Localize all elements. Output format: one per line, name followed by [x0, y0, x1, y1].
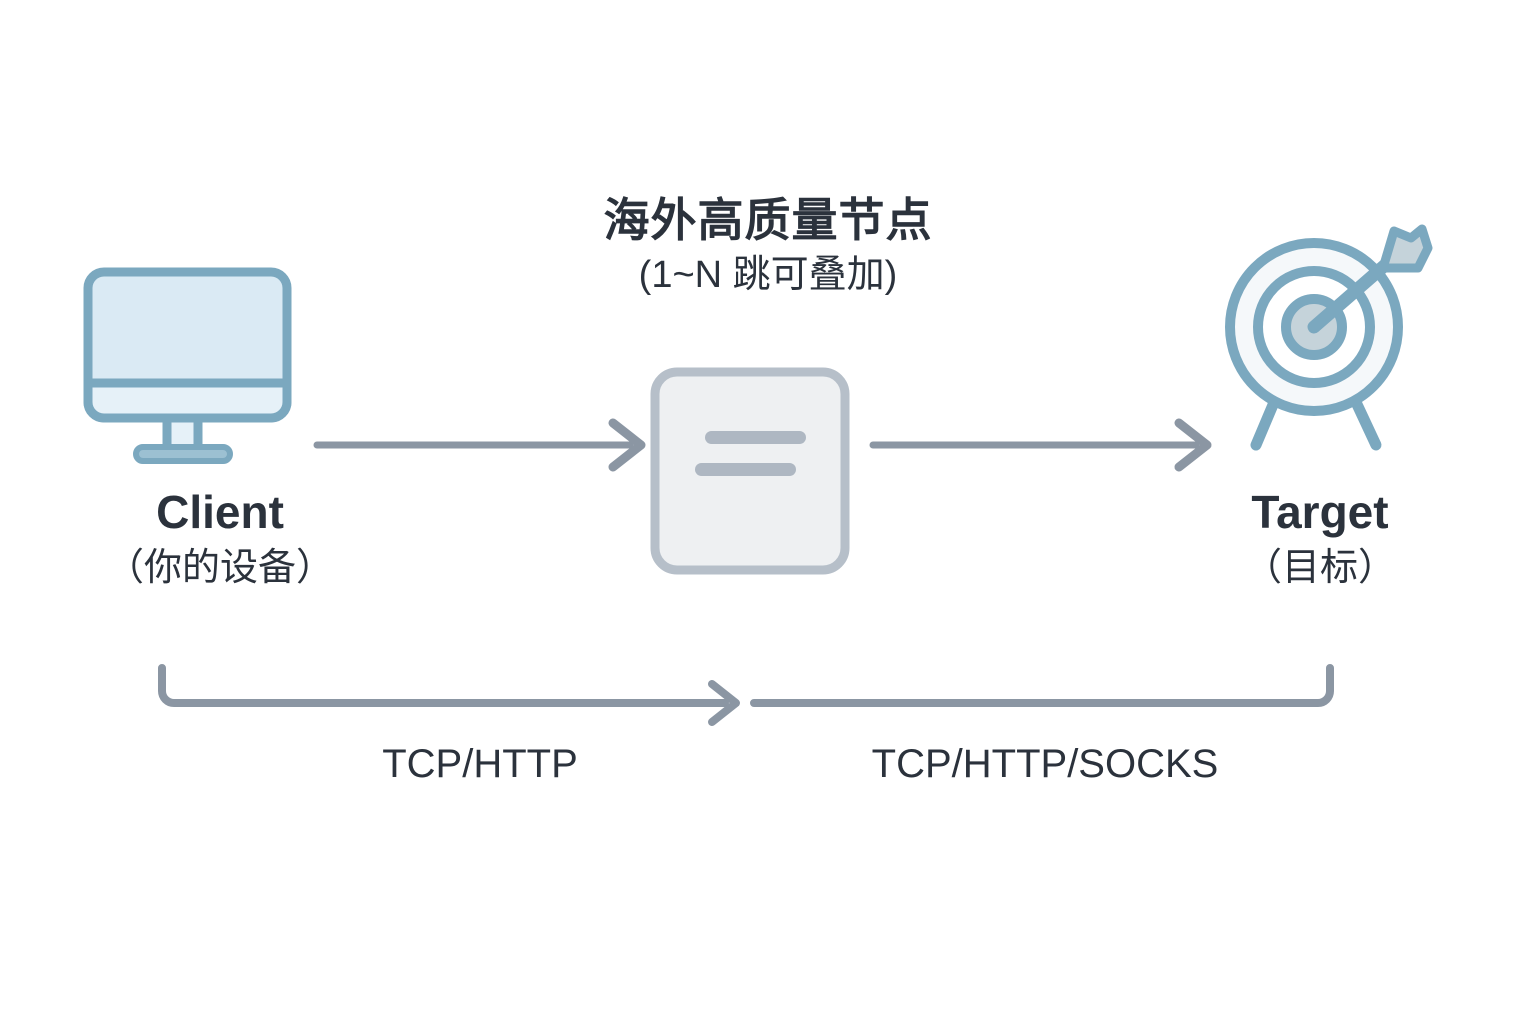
target-sublabel: （目标）: [1243, 546, 1396, 589]
bracket-right-path: [750, 664, 1334, 707]
arrow-head: [1174, 418, 1212, 472]
node-title-block: 海外高质量节点 (1~N 跳可叠加): [0, 194, 1536, 299]
monitor-base: [133, 444, 233, 464]
target-leg-right: [1349, 394, 1382, 451]
protocol-span-brackets: [158, 664, 1334, 726]
target-caption: Target （目标）: [1140, 487, 1500, 591]
monitor-chin-bar: [83, 378, 292, 423]
target-bullseye-arrow-icon: [1225, 224, 1433, 451]
node-to-target-arrow: [869, 418, 1212, 472]
arrow-head: [608, 418, 646, 472]
client-to-node-protocol-label: TCP/HTTP: [382, 742, 578, 786]
bracket-left-arrowhead: [708, 680, 740, 726]
target-leg-left: [1250, 394, 1281, 451]
target-arrow-fletching: [1378, 224, 1433, 273]
node-subtitle: (1~N 跳可叠加): [638, 253, 898, 296]
desktop-monitor-icon: [83, 267, 292, 464]
client-sublabel: （你的设备）: [105, 546, 334, 589]
node-bar-lower: [695, 463, 796, 476]
node-to-target-protocol-label: TCP/HTTP/SOCKS: [871, 742, 1219, 786]
node-bar-upper: [705, 431, 806, 444]
client-caption: Client （你的设备）: [20, 487, 420, 591]
server-node-icon: [650, 367, 850, 575]
bracket-left-path: [158, 664, 729, 707]
client-to-node-arrow: [313, 418, 646, 472]
target-label: Target: [1251, 486, 1389, 538]
node-title: 海外高质量节点: [603, 194, 933, 246]
client-label: Client: [156, 486, 284, 538]
